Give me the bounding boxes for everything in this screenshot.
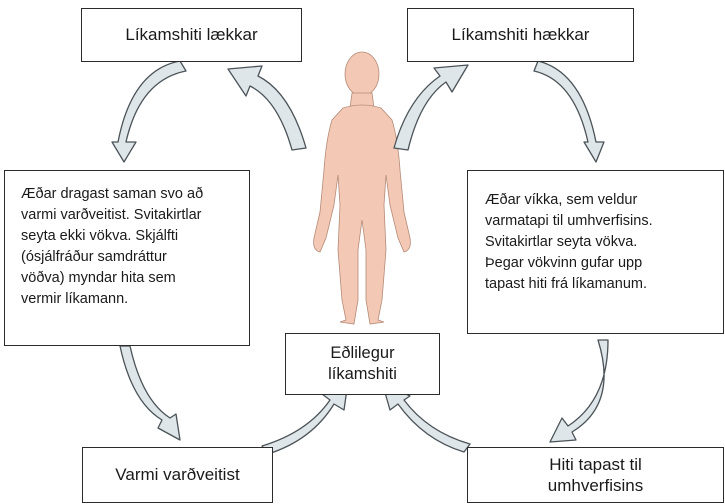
arrow-body-to-top-right <box>393 64 469 151</box>
arrow-right-box-to-bottom-right <box>549 339 609 443</box>
bottom-left-label: Varmi varðveitist <box>115 465 240 484</box>
bottom-left-box: Varmi varðveitist <box>82 447 273 503</box>
top-right-box: Líkamshiti hækkar <box>407 8 634 62</box>
arrow-left-box-to-bottom-left <box>119 345 181 441</box>
bottom-right-box: Hiti tapast til umhverfisins <box>467 447 724 503</box>
left-description-box: Æðar dragast saman svo að varmi varðveit… <box>4 170 250 346</box>
center-box: Eðlilegur líkamshiti <box>285 333 440 395</box>
arrow-top-right-to-right-box <box>533 60 605 163</box>
human-body-figure <box>313 51 411 325</box>
center-label: Eðlilegur líkamshiti <box>328 344 397 383</box>
bottom-right-label: Hiti tapast til umhverfisins <box>547 455 644 495</box>
top-right-label: Líkamshiti hækkar <box>451 25 590 44</box>
top-left-box: Líkamshiti lækkar <box>81 8 302 62</box>
arrow-top-left-to-left-box <box>111 60 187 163</box>
left-description-text: Æðar dragast saman svo að varmi varðveit… <box>21 186 204 307</box>
arrow-body-to-top-left <box>227 65 307 151</box>
right-description-box: Æðar víkka, sem veldur varmatapi til umh… <box>467 170 724 334</box>
right-description-text: Æðar víkka, sem veldur varmatapi til umh… <box>485 192 653 292</box>
top-left-label: Líkamshiti lækkar <box>125 25 258 44</box>
